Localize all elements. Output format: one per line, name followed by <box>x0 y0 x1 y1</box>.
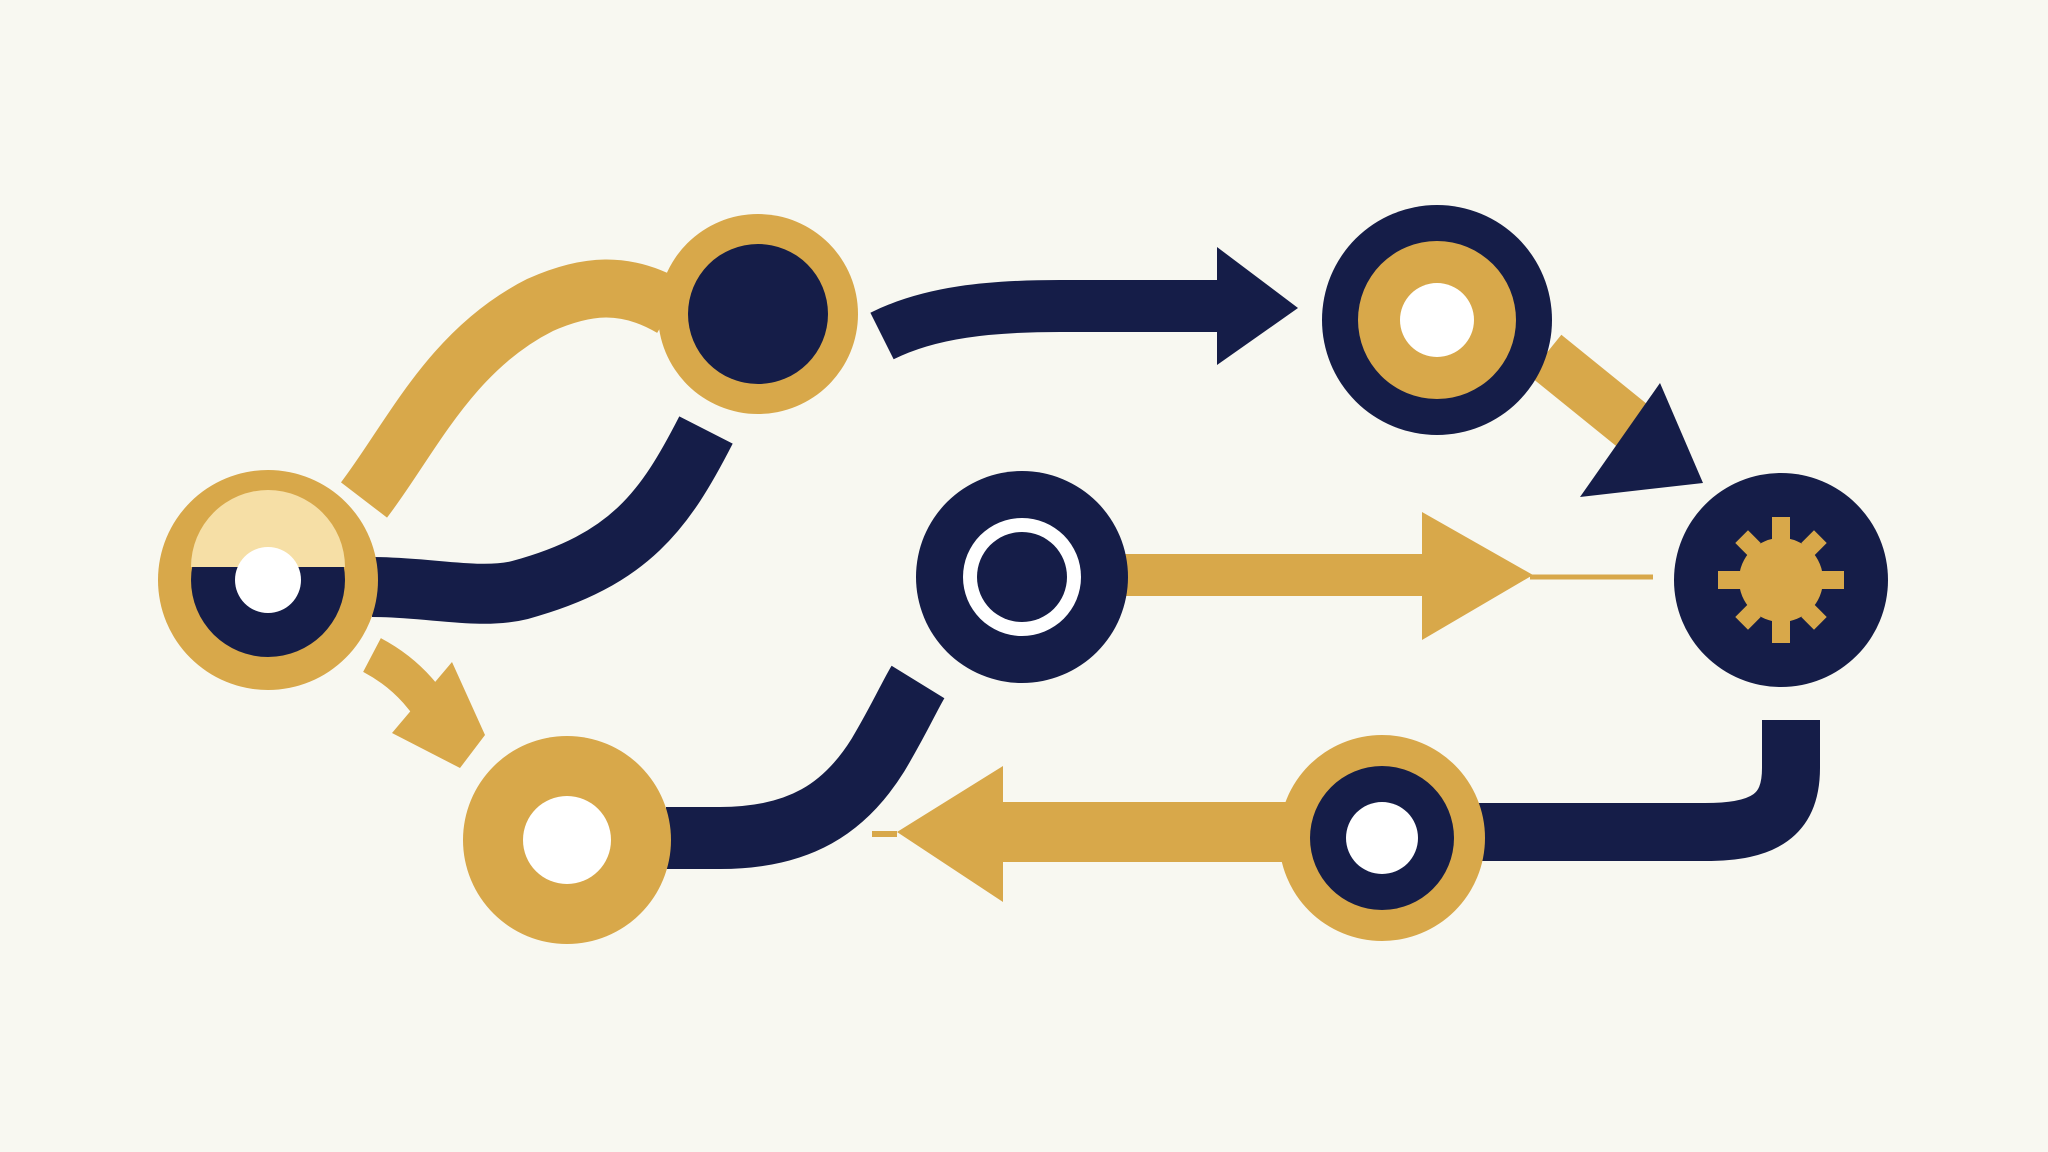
arrow-icon <box>1217 247 1298 365</box>
arrow-icon <box>1580 383 1703 497</box>
connector-right-to-bottom-right <box>1470 720 1820 861</box>
connector-top-to-start <box>371 416 733 624</box>
half-ring-node-icon <box>191 490 345 567</box>
top-node <box>658 214 858 414</box>
upper-right-node <box>1322 205 1552 435</box>
connector-bottom-left-to-center <box>666 665 945 869</box>
arrow-icon <box>1422 512 1533 640</box>
node-center-hole <box>1346 802 1418 874</box>
connector-start-to-top <box>340 259 687 518</box>
connector-top-to-upper-right <box>870 280 1220 360</box>
start-node <box>158 470 378 690</box>
bottom-left-node <box>463 736 671 944</box>
arrow-icon <box>392 662 485 768</box>
arrow-icon <box>897 766 1003 902</box>
node-center-hole <box>523 796 611 884</box>
node-center-dot <box>977 532 1067 622</box>
gear-icon <box>1718 517 1844 643</box>
node-center-hole <box>235 547 301 613</box>
center-node <box>916 471 1128 683</box>
filled-dot-node-icon <box>688 244 828 384</box>
node-center-hole <box>1400 283 1474 357</box>
right-node <box>1674 473 1888 687</box>
bottom-right-node <box>1279 735 1485 941</box>
connectors <box>340 247 1820 902</box>
